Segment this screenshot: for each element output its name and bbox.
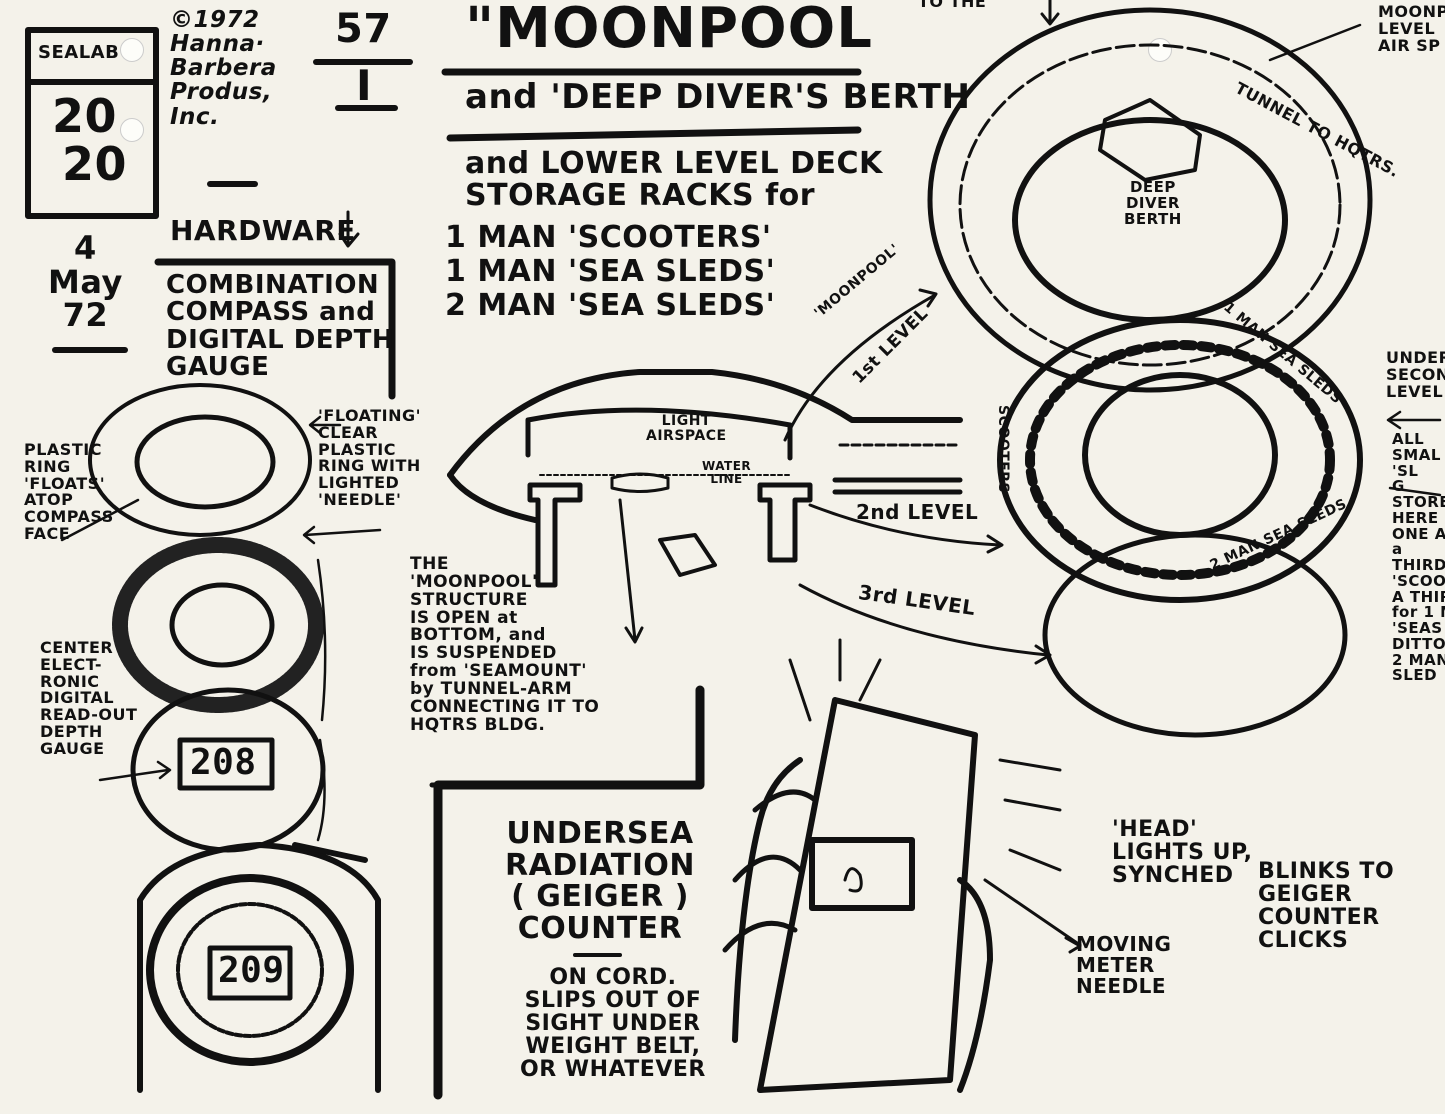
sheet-roman: I — [356, 61, 373, 110]
punch-hole-top — [120, 38, 144, 62]
bullet-3: 2 MAN 'SEA SLEDS' — [445, 288, 776, 323]
airspace-label: LIGHT AIRSPACE — [646, 413, 727, 444]
compass-face — [112, 537, 324, 713]
badge-year-1: 20 — [52, 89, 118, 143]
punch-hole-right — [1148, 38, 1172, 62]
geiger-title: UNDERSEA RADIATION ( GEIGER ) COUNTER — [505, 816, 696, 946]
deep-diver-label: DEEP DIVER BERTH — [1124, 178, 1182, 228]
blinks-note: BLINKS TO GEIGER COUNTER CLICKS — [1258, 859, 1395, 954]
storage-title: and LOWER LEVEL DECK STORAGE RACKS for — [465, 146, 883, 213]
right-mid-note: UNDER SECON LEVEL — [1386, 348, 1445, 401]
badge-year-2: 20 — [62, 137, 128, 191]
watch-readout-value: 209 — [218, 950, 285, 991]
main-title: "MOONPOOL — [465, 0, 873, 61]
waterline-label: WATER LINE — [702, 459, 752, 486]
wrist-gauge — [137, 842, 381, 1093]
geiger-device-hand — [722, 697, 993, 1093]
second-level-label: 2nd LEVEL — [856, 500, 979, 524]
meter-needle-note: MOVING METER NEEDLE — [1076, 932, 1172, 998]
bullet-1: 1 MAN 'SCOOTERS' — [445, 220, 772, 255]
second-level-ring — [997, 317, 1363, 603]
geiger-note: ON CORD. SLIPS OUT of SIGHT UNDER WEIGHT… — [520, 965, 706, 1083]
scooters-label: SCOOTERS — [995, 405, 1011, 494]
punch-hole-mid — [120, 118, 144, 142]
sub-title: and 'DEEP DIVER'S BERTH — [465, 77, 971, 117]
third-level-ring — [1042, 532, 1348, 738]
copyright-text: ©1972 Hanna· Barbera Produs, Inc. — [170, 7, 277, 130]
deck-to-the: TO THE — [918, 0, 987, 11]
right-list-note: ALL SMAL 'SL G STORE HERE ONE A a THIRD … — [1392, 430, 1445, 685]
compass-ring-top — [88, 383, 312, 537]
right-top-note: MOONP LEVEL AIR SP — [1378, 2, 1445, 55]
depth-readout-value: 208 — [190, 742, 257, 783]
sealab-badge — [25, 27, 159, 219]
structure-note: THE 'MOONPOOL' STRUCTURE IS OPEN at BOTT… — [410, 554, 600, 735]
bullet-2: 1 MAN 'SEA SLEDS' — [445, 254, 776, 289]
moonpool-cross-section — [447, 369, 963, 588]
sheet-number: 57 — [335, 6, 392, 52]
head-lights-note: 'HEAD' LIGHTS UP, SYNCHED — [1112, 817, 1253, 889]
center-readout-note: CENTER ELECT- RONIC DIGITAL READ-OUT DEP… — [40, 638, 138, 758]
floating-ring-note: 'FLOATING' CLEAR PLASTIC RING WITH LIGHT… — [318, 406, 422, 509]
date-text: 4 May 72 — [48, 229, 123, 335]
hardware-label: HARDWARE — [170, 214, 356, 247]
badge-top-text: SEALAB — [38, 42, 120, 63]
plastic-ring-note: PLASTIC RING 'FLOATS' ATOP COMPASS FACE — [24, 440, 114, 543]
hardware-box-text: COMBINATION COMPASS and DIGITAL DEPTH GA… — [166, 270, 395, 382]
